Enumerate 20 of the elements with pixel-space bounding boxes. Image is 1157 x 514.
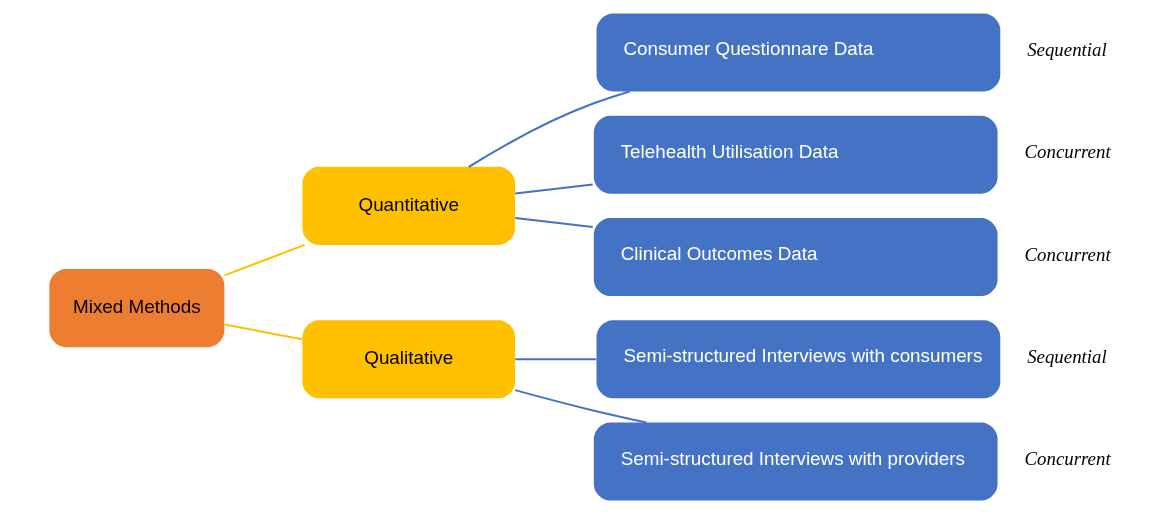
- node-box: Semi-structured Interviews with providers: [593, 422, 998, 501]
- connector: [514, 389, 646, 424]
- node-box: Quantitative: [301, 166, 515, 245]
- connector: [223, 243, 305, 277]
- node-label: Sequential: [1026, 345, 1107, 367]
- connector: [467, 90, 630, 168]
- node-box: Clinical Outcomes Data: [593, 217, 998, 297]
- node-box: Telehealth Utilisation Data: [593, 115, 998, 194]
- node-box: Mixed Methods: [48, 269, 224, 348]
- node-label: Concurrent: [1024, 141, 1111, 163]
- node-label: Concurrent: [1024, 243, 1111, 265]
- connector: [514, 217, 593, 229]
- node-box: Qualitative: [301, 320, 515, 399]
- node-box: Semi-structured Interviews with consumers: [596, 320, 1000, 399]
- connector: [514, 358, 596, 361]
- connector: [223, 323, 302, 341]
- connector: [514, 183, 593, 195]
- node-label: Sequential: [1026, 39, 1107, 61]
- node-box: Consumer Questionnare Data: [596, 13, 1000, 92]
- node-label: Concurrent: [1024, 448, 1111, 470]
